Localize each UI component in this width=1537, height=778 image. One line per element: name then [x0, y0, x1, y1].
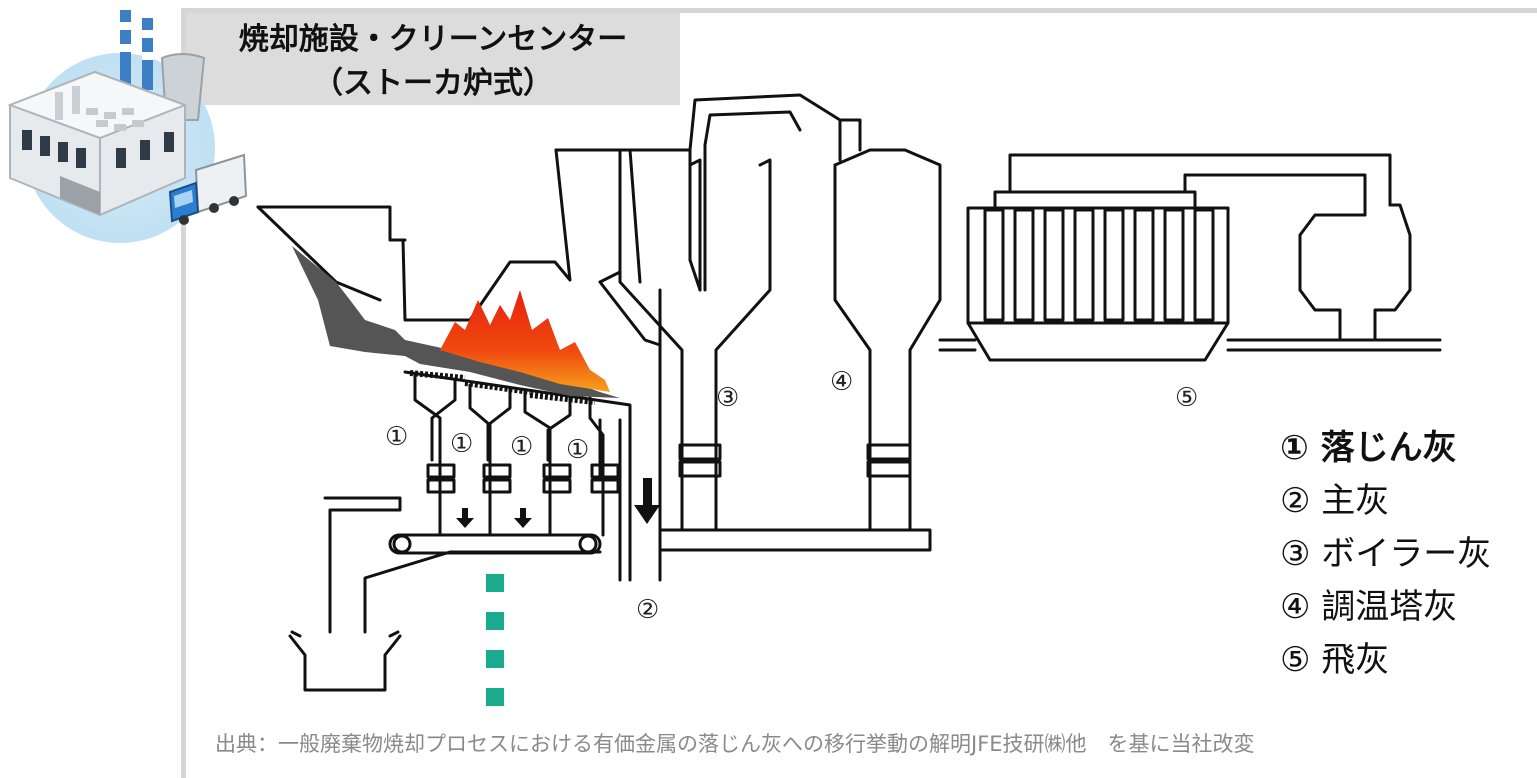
- down-arrow-icons: [456, 478, 660, 528]
- truck-icon: [168, 153, 248, 225]
- source-citation: 出典：一般廃棄物焼却プロセスにおける有価金属の落じん灰への移行挙動の解明JFE技…: [215, 732, 1255, 756]
- frame-left-border: [181, 8, 186, 778]
- waste-pile: [292, 246, 620, 398]
- page-title: 焼却施設・クリーンセンター （ストーカ炉式）: [186, 18, 680, 106]
- callout-1a: ①: [385, 422, 408, 452]
- legend-item-2: ② 主灰: [1280, 475, 1491, 528]
- legend-item-1: ① 落じん灰: [1280, 422, 1491, 475]
- callout-1d: ①: [566, 435, 589, 465]
- callout-2: ②: [636, 595, 659, 625]
- legend: ① 落じん灰 ② 主灰 ③ ボイラー灰 ④ 調温塔灰 ⑤ 飛灰: [1280, 422, 1491, 687]
- legend-item-5: ⑤ 飛灰: [1280, 634, 1491, 687]
- process-line-art: [256, 93, 1442, 692]
- teal-dotted-line: [486, 574, 504, 706]
- title-line-2: （ストーカ炉式）: [313, 66, 553, 101]
- grate: [409, 370, 596, 405]
- callout-labels: ① ① ① ① ② ③ ④ ⑤: [385, 367, 1198, 625]
- legend-marker: ③: [1280, 534, 1311, 574]
- legend-marker: ①: [1280, 428, 1309, 468]
- legend-marker: ⑤: [1280, 640, 1311, 680]
- title-line-1: 焼却施設・クリーンセンター: [238, 22, 628, 57]
- legend-item-4: ④ 調温塔灰: [1280, 581, 1491, 634]
- legend-label: 落じん灰: [1320, 428, 1457, 468]
- legend-label: ボイラー灰: [1321, 534, 1492, 574]
- frame-top-border: [181, 8, 1537, 13]
- legend-label: 主灰: [1321, 481, 1390, 521]
- callout-1b: ①: [450, 429, 473, 459]
- legend-label: 飛灰: [1321, 640, 1390, 680]
- callout-4: ④: [830, 367, 853, 397]
- callout-5: ⑤: [1175, 383, 1198, 413]
- factory-icon: [7, 10, 215, 243]
- title-box: [186, 13, 680, 105]
- legend-marker: ④: [1280, 587, 1311, 627]
- callout-3: ③: [716, 383, 739, 413]
- legend-item-3: ③ ボイラー灰: [1280, 528, 1491, 581]
- legend-label: 調温塔灰: [1321, 587, 1458, 627]
- callout-1c: ①: [510, 432, 533, 462]
- flame: [440, 290, 610, 392]
- legend-marker: ②: [1280, 481, 1311, 521]
